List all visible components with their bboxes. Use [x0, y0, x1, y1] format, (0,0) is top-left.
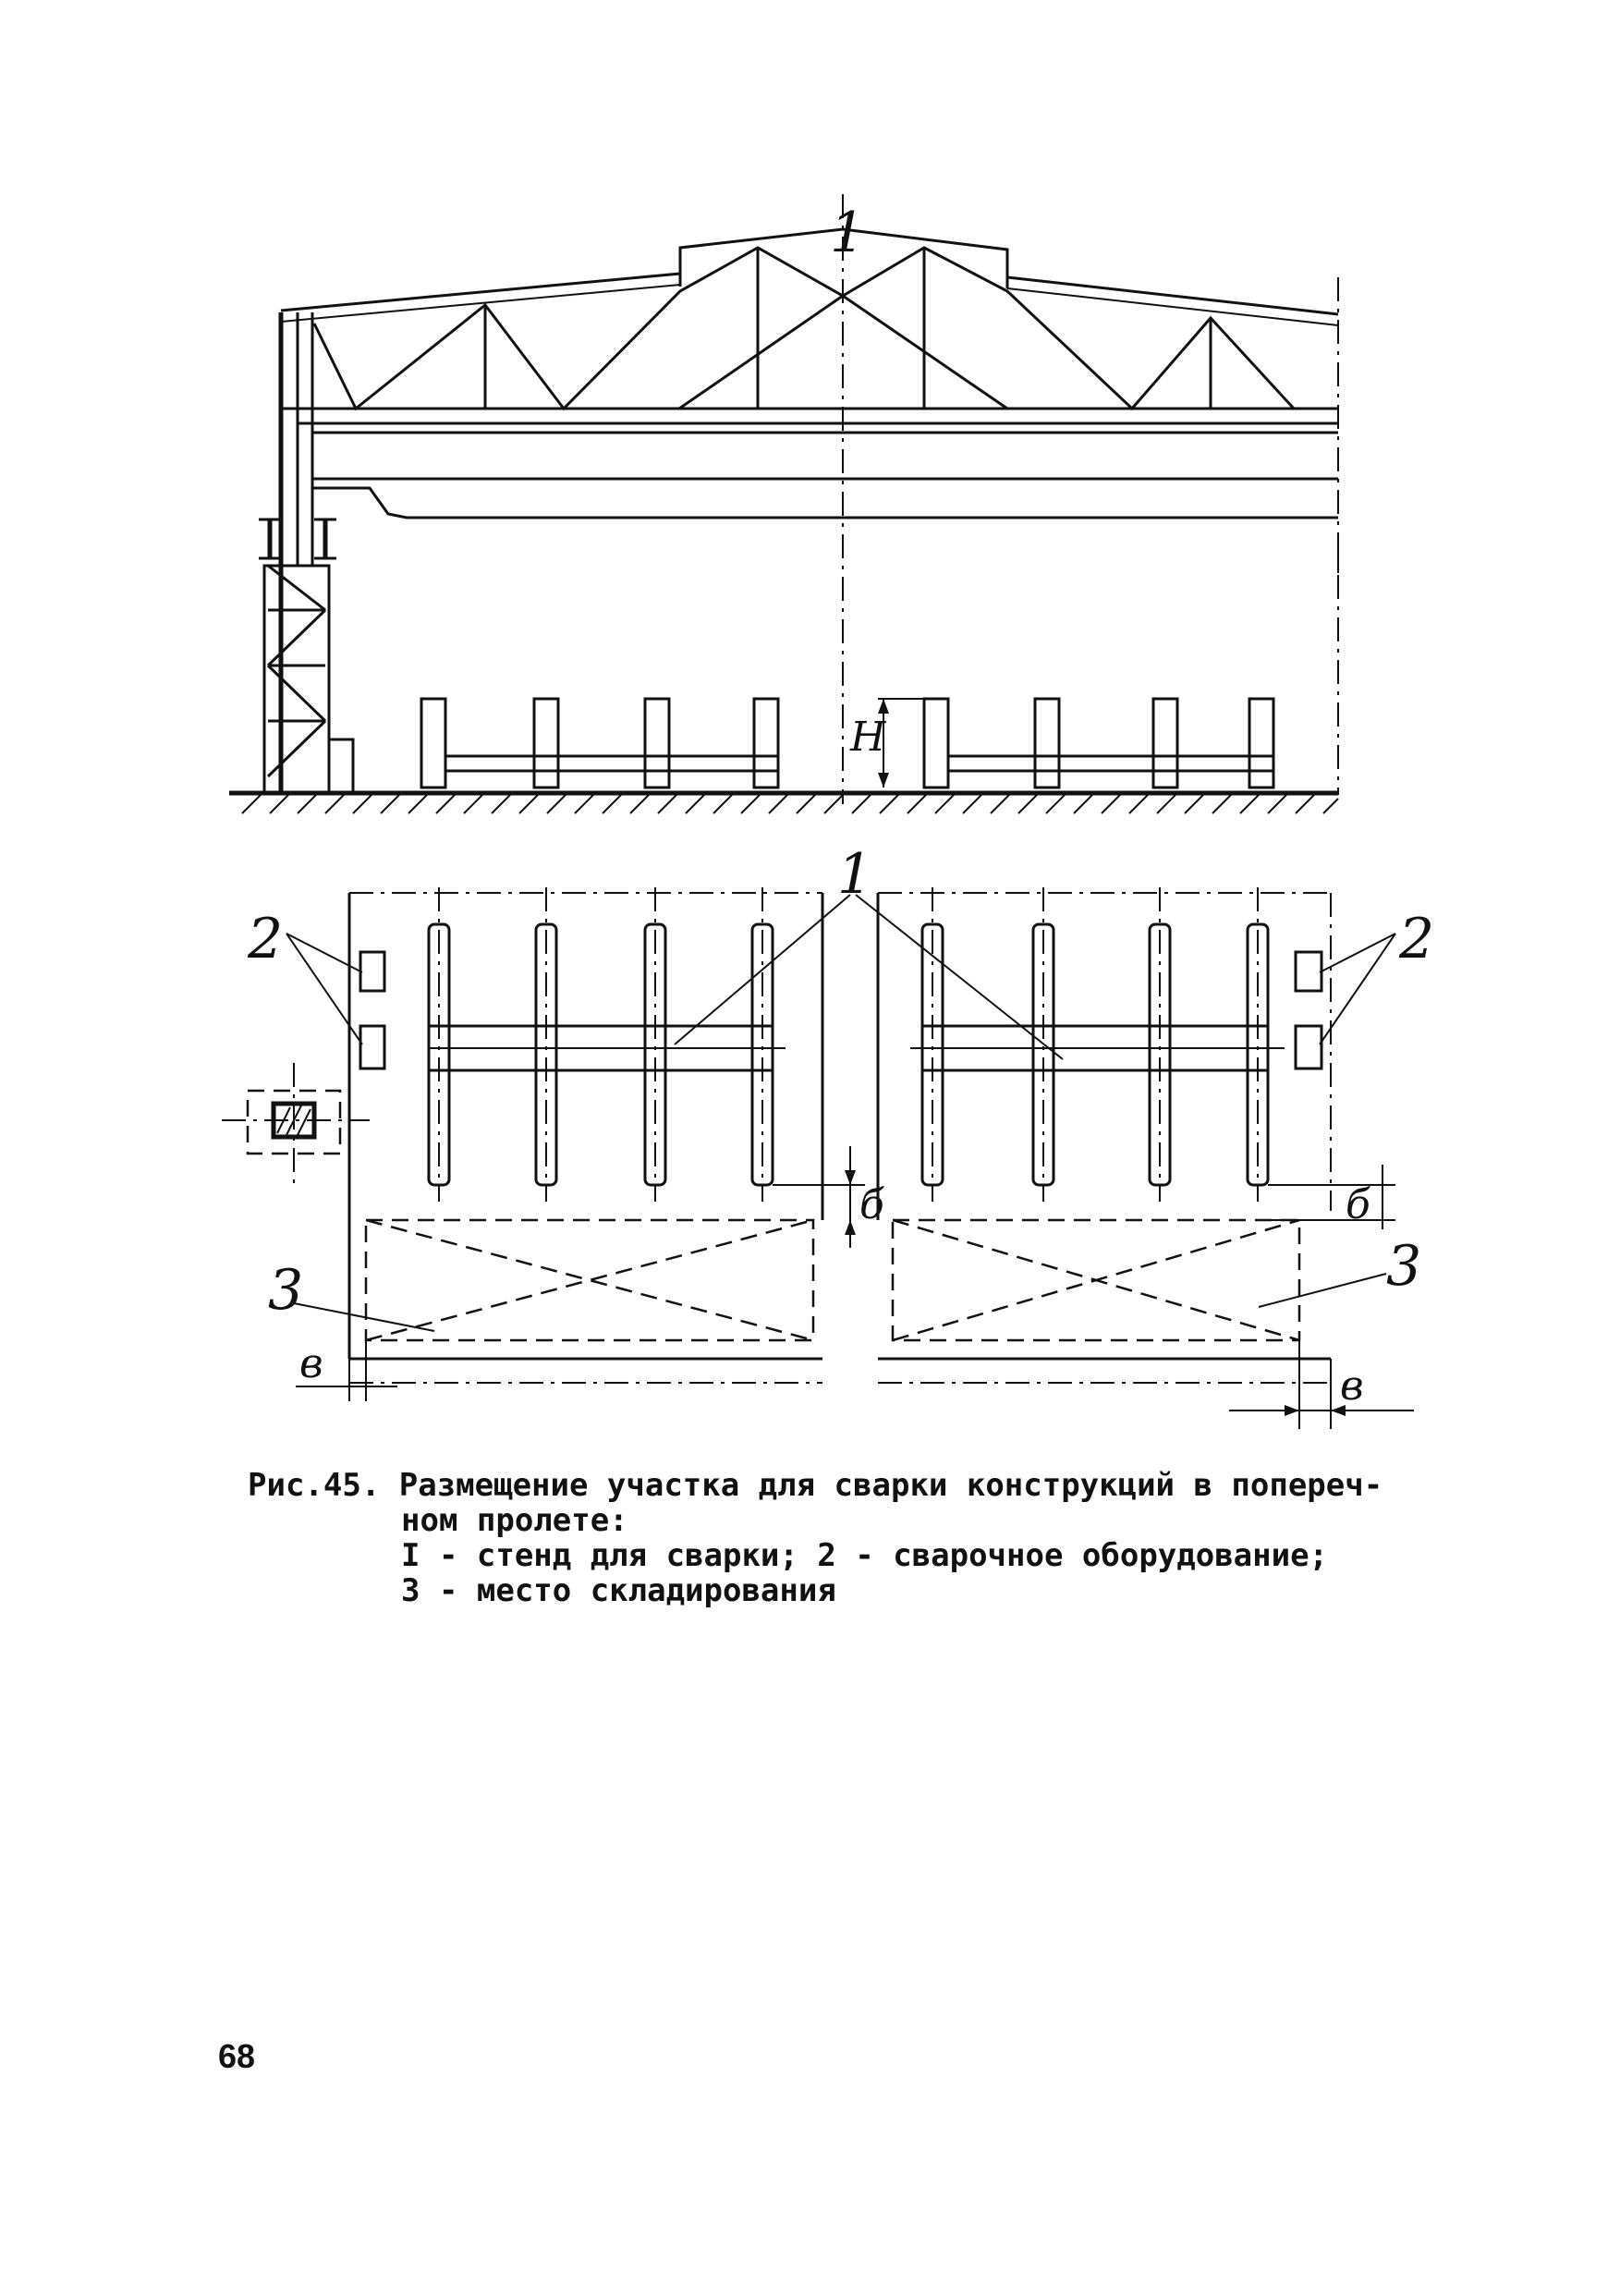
section-mark-left	[259, 518, 281, 560]
ground-line	[229, 790, 1339, 814]
label-stand-top: 1	[830, 201, 865, 265]
crane-girder	[298, 421, 1339, 573]
leaders-equipment	[286, 933, 1396, 1045]
plan-view: б б в в 1 2 2 3 3	[222, 842, 1434, 1429]
leaders-stand	[674, 894, 1064, 1060]
caption-line-1: Рис.45. Размещение участка для сварки ко…	[248, 1467, 1383, 1504]
elevation-stands-right	[922, 697, 1275, 789]
elevation-stands-left	[420, 697, 780, 789]
height-label: H	[849, 714, 887, 761]
storage-right	[891, 1218, 1301, 1342]
plan-stands-left	[427, 887, 786, 1202]
elevation-view: H 1	[229, 194, 1339, 814]
gap-b-label-right: б	[1346, 1181, 1370, 1228]
height-dimension: H	[849, 698, 924, 788]
page-number: 68	[218, 2037, 256, 2075]
dimension-v-right: в	[1229, 1340, 1414, 1429]
equipment-right	[1294, 950, 1323, 1070]
caption-line-4: 3 - место складирования	[401, 1572, 836, 1609]
label-equipment-right: 2	[1398, 907, 1434, 971]
label-storage-right: 3	[1386, 1234, 1421, 1299]
welding-area-drawing: H 1	[222, 194, 1434, 1429]
plan-stands-right	[910, 887, 1285, 1202]
caption-line-2: ном пролете:	[401, 1502, 628, 1539]
gap-b-label-left: б	[859, 1181, 884, 1228]
leaders-storage	[293, 1273, 1387, 1332]
label-storage-left: 3	[268, 1258, 303, 1323]
label-stand-plan: 1	[837, 842, 872, 907]
gap-v-label-right: в	[1340, 1362, 1364, 1410]
label-equipment-left: 2	[247, 907, 283, 971]
gap-v-label-left: в	[299, 1340, 323, 1387]
storage-left	[364, 1218, 815, 1342]
equipment-left	[359, 950, 386, 1070]
caption-line-3: I - стенд для сварки; 2 - сварочное обор…	[401, 1537, 1329, 1574]
dimension-b-right: б	[1268, 1165, 1395, 1229]
roof-truss	[280, 227, 1339, 411]
dimension-b-left: б	[773, 1146, 884, 1248]
dimension-v-left: в	[296, 1340, 397, 1401]
section-mark-right	[314, 518, 336, 560]
figure-caption: Рис.45. Размещение участка для сварки ко…	[248, 1468, 1431, 1608]
left-column	[262, 312, 355, 795]
column-section	[222, 1063, 370, 1183]
